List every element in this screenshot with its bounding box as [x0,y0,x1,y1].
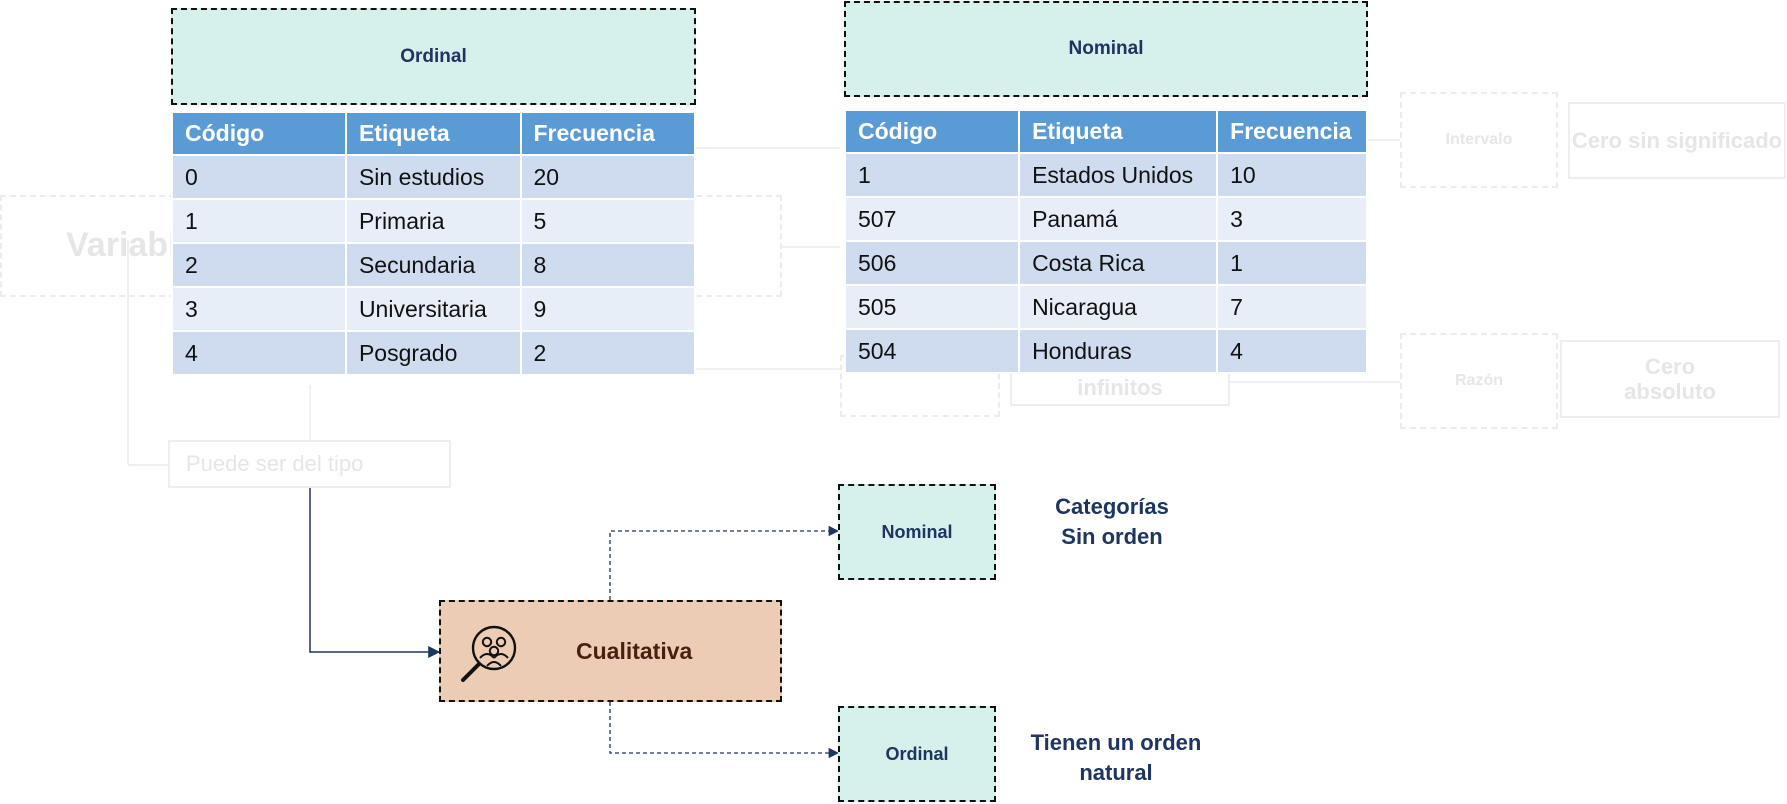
table-row: 4 Posgrado 2 [173,332,694,374]
cell-codigo: 2 [173,244,345,286]
bg-cero-sin-label: Cero sin significado [1571,127,1783,153]
cell-codigo: 0 [173,156,345,198]
nominal-box-label: Nominal [881,521,953,542]
ordinal-table-header-box: Ordinal [171,8,696,105]
bg-cero-sin-box: Cero sin significado [1568,102,1786,179]
bg-razon-box: Razón [1400,333,1558,429]
nominal-description-line2: Sin orden [1061,524,1163,549]
ordinal-description: Tienen un orden natural [1016,728,1216,788]
table-header-row: Código Etiqueta Frecuencia [173,113,694,154]
cell-codigo: 1 [173,200,345,242]
table-row: 2 Secundaria 8 [173,244,694,286]
magnifier-people-icon [459,624,521,684]
cell-codigo: 504 [846,330,1019,372]
ordinal-frequency-table: Código Etiqueta Frecuencia 0 Sin estudio… [171,111,696,376]
ordinal-description-line1: Tienen un orden [1030,730,1202,755]
column-header-frecuencia: Frecuencia [521,113,694,154]
column-header-etiqueta: Etiqueta [1020,111,1217,152]
cell-etiqueta: Panamá [1020,198,1217,240]
cell-etiqueta: Nicaragua [1020,286,1217,328]
table-row: 0 Sin estudios 20 [173,156,694,198]
cell-frecuencia: 5 [521,200,694,242]
ordinal-description-line2: natural [1079,760,1153,785]
cell-frecuencia: 4 [1218,330,1366,372]
cell-codigo: 1 [846,154,1019,196]
nominal-description-line1: Categorías [1055,494,1169,519]
ordinal-box-label: Ordinal [885,743,949,764]
column-header-frecuencia: Frecuencia [1218,111,1366,152]
table-row: 505 Nicaragua 7 [846,286,1366,328]
cell-frecuencia: 3 [1218,198,1366,240]
nominal-frequency-table: Código Etiqueta Frecuencia 1 Estados Uni… [844,109,1368,374]
cell-codigo: 4 [173,332,345,374]
cell-etiqueta: Honduras [1020,330,1217,372]
column-header-codigo: Código [846,111,1019,152]
bg-puede-box: Puede ser del tipo [168,440,451,488]
cell-etiqueta: Estados Unidos [1020,154,1217,196]
table-header-row: Código Etiqueta Frecuencia [846,111,1366,152]
cell-codigo: 507 [846,198,1019,240]
bg-cero-abs-label: Cero absoluto [1624,353,1716,404]
cell-codigo: 505 [846,286,1019,328]
cell-frecuencia: 8 [521,244,694,286]
bg-intervalo-label: Intervalo [1445,130,1513,148]
cualitativa-label: Cualitativa [576,637,693,664]
table-row: 506 Costa Rica 1 [846,242,1366,284]
bg-infinitos-label: infinitos [1077,374,1163,400]
cell-frecuencia: 9 [521,288,694,330]
cell-etiqueta: Sin estudios [346,156,520,198]
column-header-codigo: Código [173,113,345,154]
column-header-etiqueta: Etiqueta [346,113,520,154]
nominal-table-title: Nominal [1068,38,1144,59]
table-row: 1 Estados Unidos 10 [846,154,1366,196]
nominal-description: Categorías Sin orden [1030,492,1194,552]
table-row: 504 Honduras 4 [846,330,1366,372]
bg-razon-label: Razón [1455,371,1503,389]
nominal-box: Nominal [838,484,996,580]
nominal-table-header-box: Nominal [844,1,1368,97]
table-row: 1 Primaria 5 [173,200,694,242]
bg-intervalo-box: Intervalo [1400,92,1558,188]
ordinal-table-title: Ordinal [400,45,467,67]
cell-codigo: 506 [846,242,1019,284]
table-row: 507 Panamá 3 [846,198,1366,240]
cell-etiqueta: Posgrado [346,332,520,374]
cell-frecuencia: 7 [1218,286,1366,328]
table-row: 3 Universitaria 9 [173,288,694,330]
cell-frecuencia: 2 [521,332,694,374]
cualitativa-box: Cualitativa [439,600,782,702]
cell-etiqueta: Costa Rica [1020,242,1217,284]
cell-etiqueta: Universitaria [346,288,520,330]
cell-etiqueta: Secundaria [346,244,520,286]
cell-frecuencia: 1 [1218,242,1366,284]
ordinal-box: Ordinal [838,706,996,802]
bg-cero-abs-box: Cero absoluto [1560,340,1780,418]
cell-codigo: 3 [173,288,345,330]
bg-puede-label: Puede ser del tipo [186,451,364,477]
cell-frecuencia: 10 [1218,154,1366,196]
cell-etiqueta: Primaria [346,200,520,242]
cell-frecuencia: 20 [521,156,694,198]
